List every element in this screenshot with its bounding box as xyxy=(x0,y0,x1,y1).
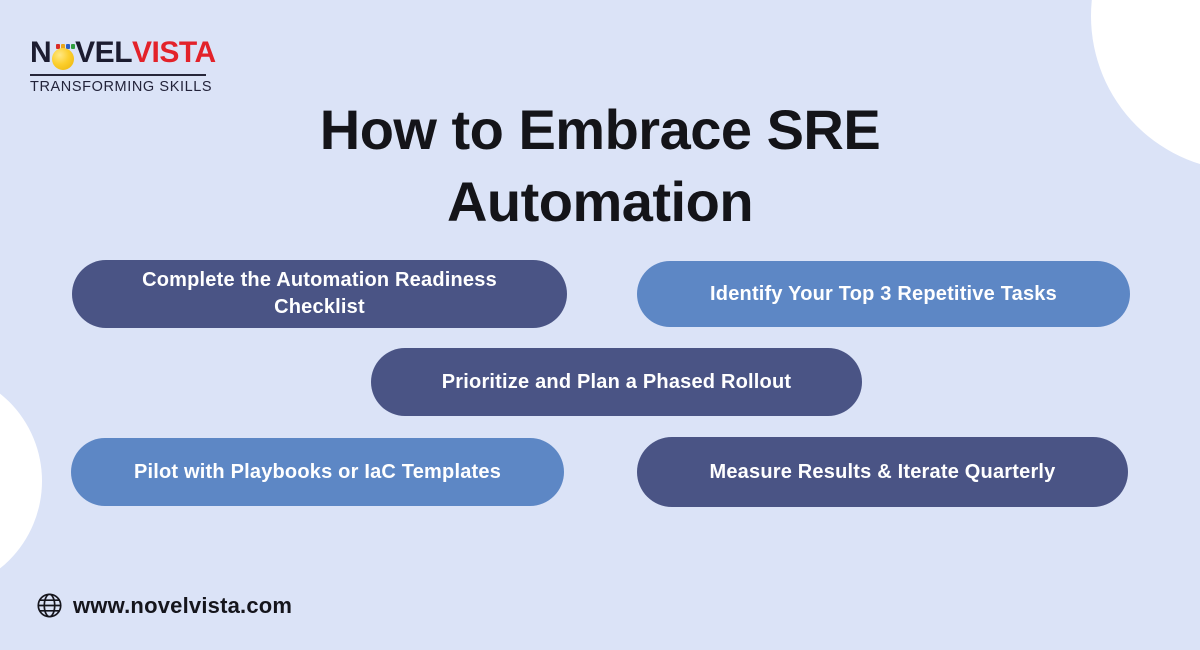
lightbulb-icon xyxy=(52,44,76,70)
logo-part-novel: VEL xyxy=(75,36,133,69)
website-link[interactable]: www.novelvista.com xyxy=(73,592,293,618)
step-label: Identify Your Top 3 Repetitive Tasks xyxy=(710,282,1057,305)
logo-letter-n: N xyxy=(30,36,52,69)
step-label: Complete the Automation Readiness Checkl… xyxy=(142,269,497,318)
step-pill-identify-repetitive-tasks: Identify Your Top 3 Repetitive Tasks xyxy=(637,261,1130,327)
decorative-circle-bottom-left xyxy=(0,369,42,593)
step-label: Prioritize and Plan a Phased Rollout xyxy=(441,370,792,393)
page-title-line1: How to Embrace SRE xyxy=(319,98,881,161)
step-pill-automation-readiness-checklist: Complete the Automation Readiness Checkl… xyxy=(72,260,567,328)
globe-icon xyxy=(37,593,62,618)
page-title-line2: Automation xyxy=(446,169,754,233)
step-pill-measure-results-iterate: Measure Results & Iterate Quarterly xyxy=(637,437,1128,507)
footer: www.novelvista.com xyxy=(36,592,292,619)
step-label: Measure Results & Iterate Quarterly xyxy=(709,460,1056,483)
logo-part-vista: VISTA xyxy=(132,36,216,69)
page-title: How to Embrace SRE Automation xyxy=(0,94,1200,237)
logo-tagline: TRANSFORMING SKILLS xyxy=(30,79,213,95)
step-label: Pilot with Playbooks or IaC Templates xyxy=(133,460,502,483)
step-pill-prioritize-phased-rollout: Prioritize and Plan a Phased Rollout xyxy=(371,348,862,416)
step-pill-pilot-playbooks-iac: Pilot with Playbooks or IaC Templates xyxy=(71,438,564,506)
logo-divider xyxy=(30,74,206,76)
